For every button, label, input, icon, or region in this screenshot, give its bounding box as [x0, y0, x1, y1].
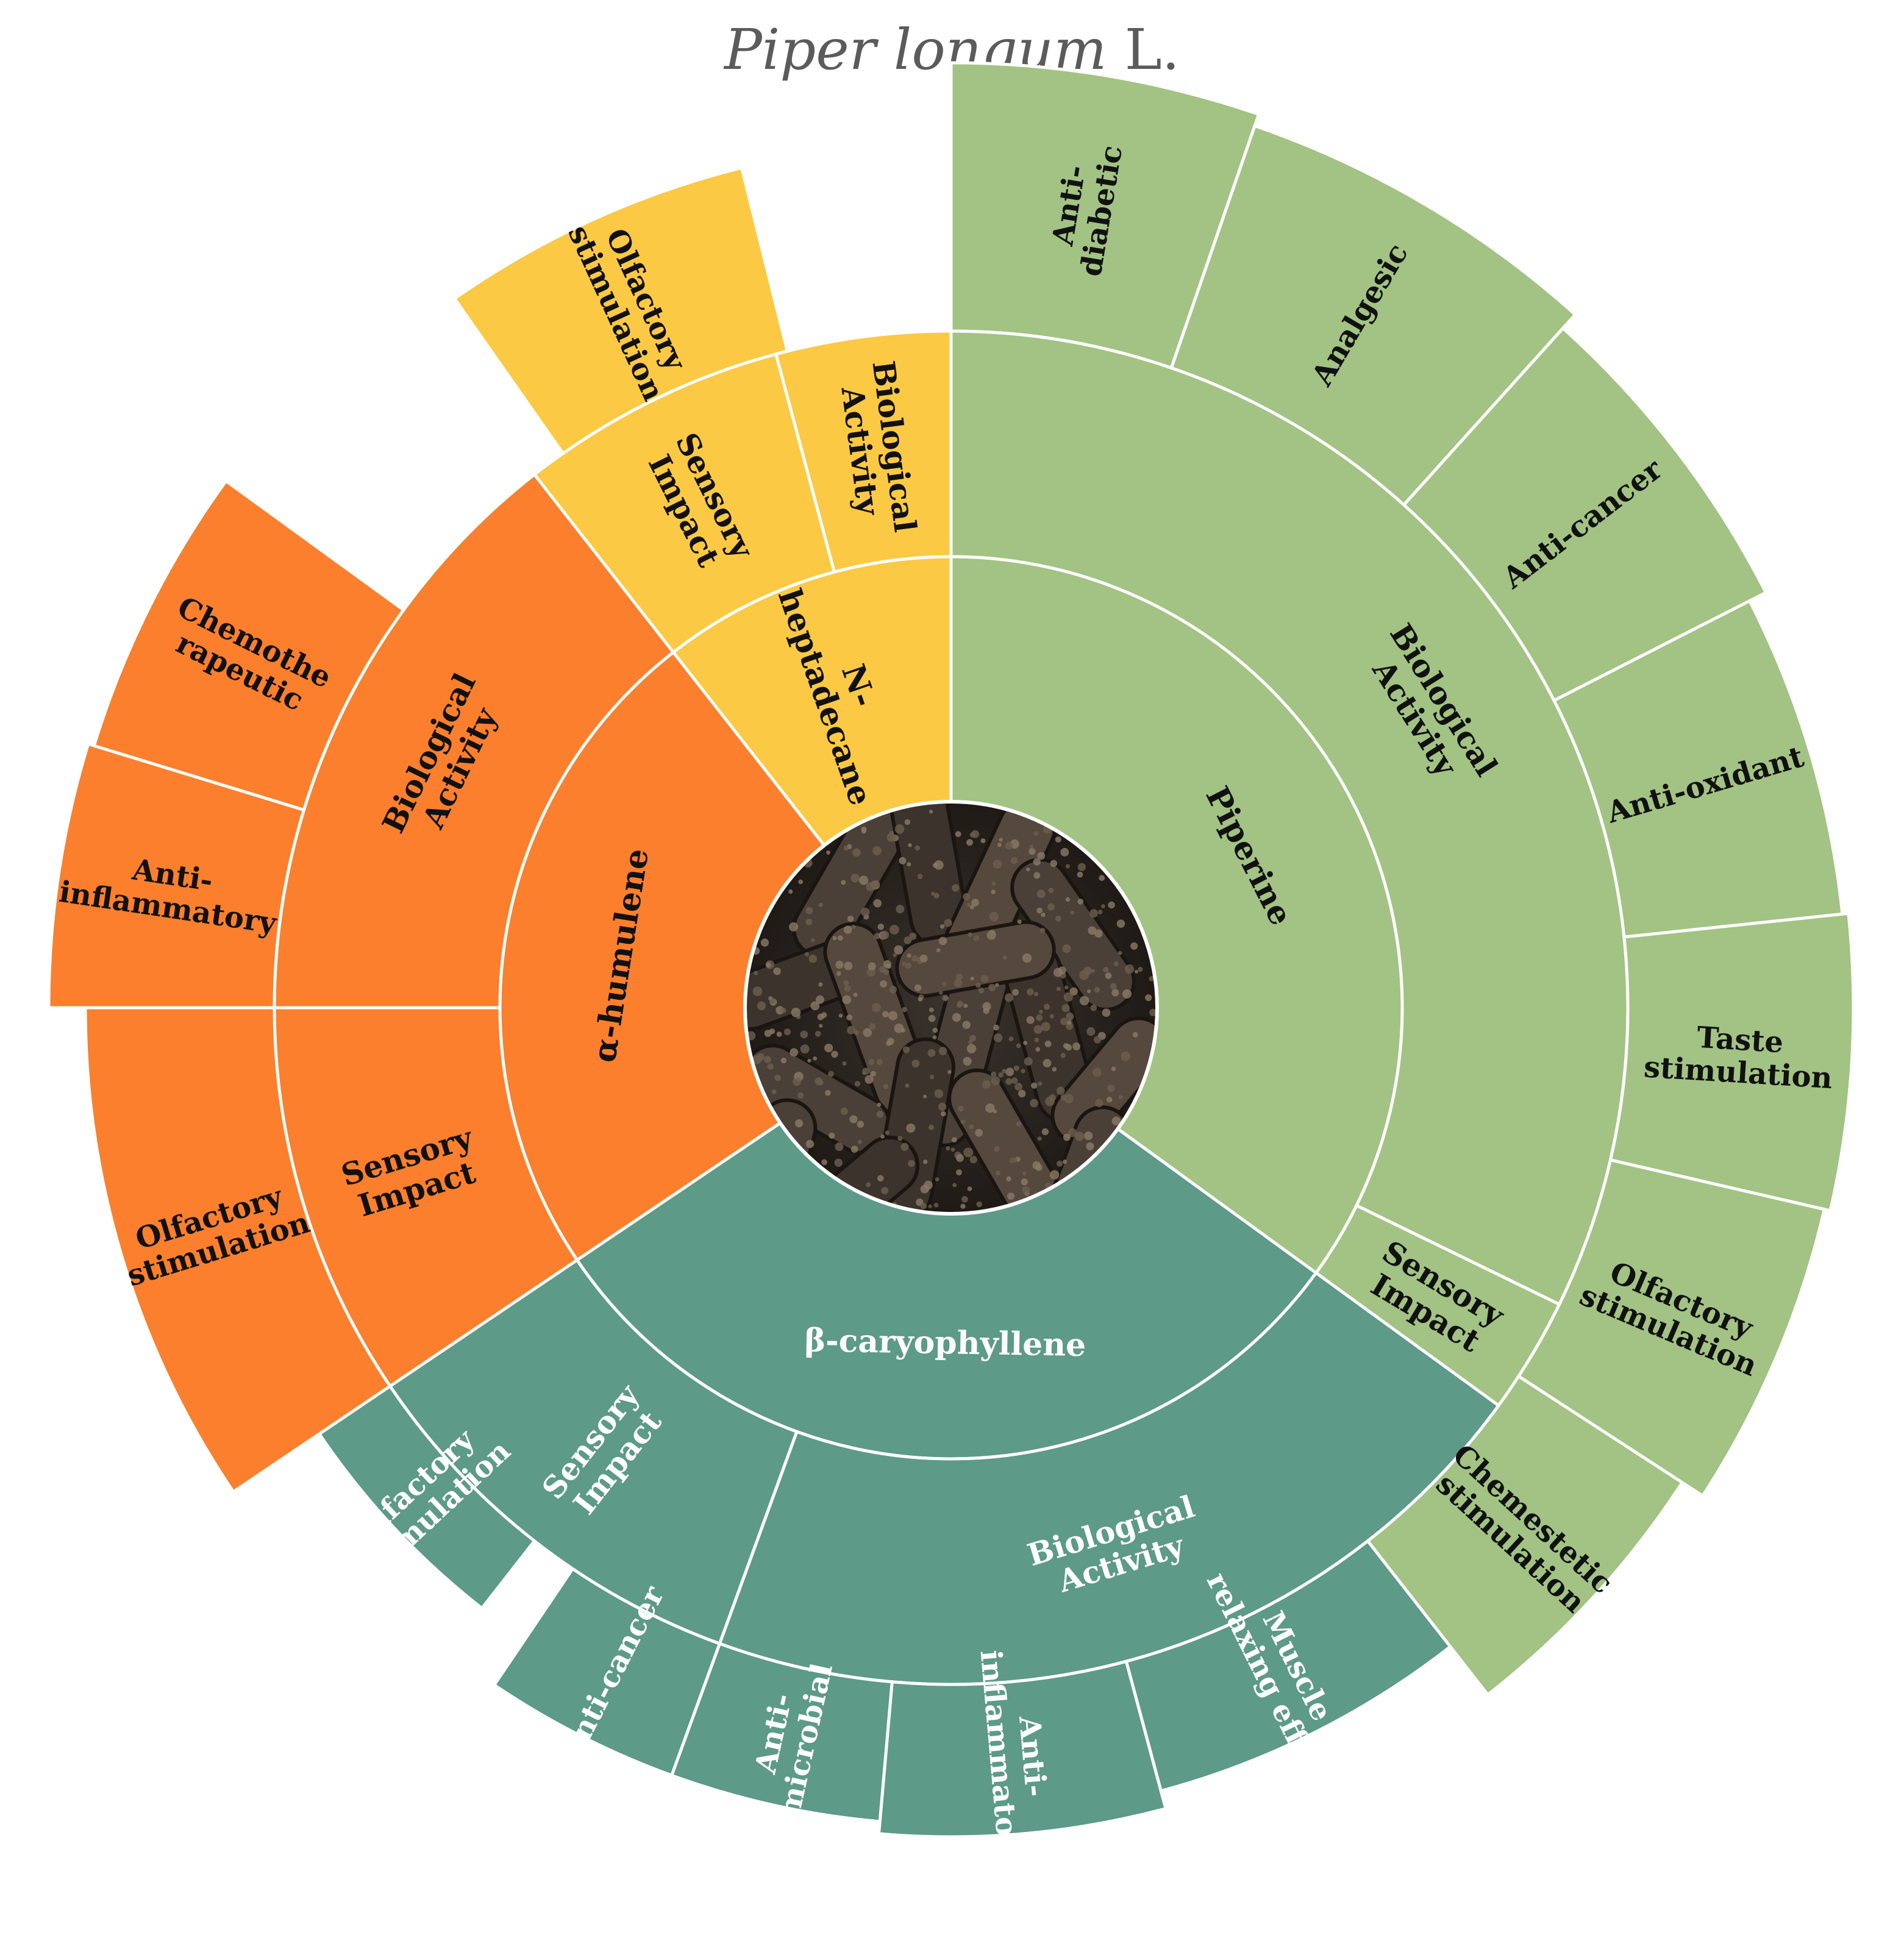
effect-segment-olfactory-stimulation — [1516, 1158, 1827, 1499]
effect-segment-analgesic — [1169, 124, 1578, 507]
effect-segment-anti-diabetic — [949, 61, 1261, 370]
effect-segment-chemotherapeutic — [92, 479, 406, 812]
effect-segment-anti-inflammatory — [877, 1659, 1168, 1839]
compound-label: β-caryophyllene — [804, 1322, 1086, 1364]
category-segment-biological-activity — [774, 329, 953, 574]
effect-label: Tastestimulation — [1643, 1017, 1836, 1096]
effect-segment-olfactory-stimulation — [452, 166, 790, 456]
effect-segment-anti-inflammatory — [47, 742, 306, 1010]
species-authority: L. — [1124, 17, 1180, 82]
figure-title: Piper longum L. — [0, 17, 1904, 82]
sunburst-rings — [47, 61, 1855, 1839]
effect-segment-taste-stimulation — [1608, 911, 1855, 1213]
effect-segment-anti-cancer — [1402, 326, 1768, 703]
